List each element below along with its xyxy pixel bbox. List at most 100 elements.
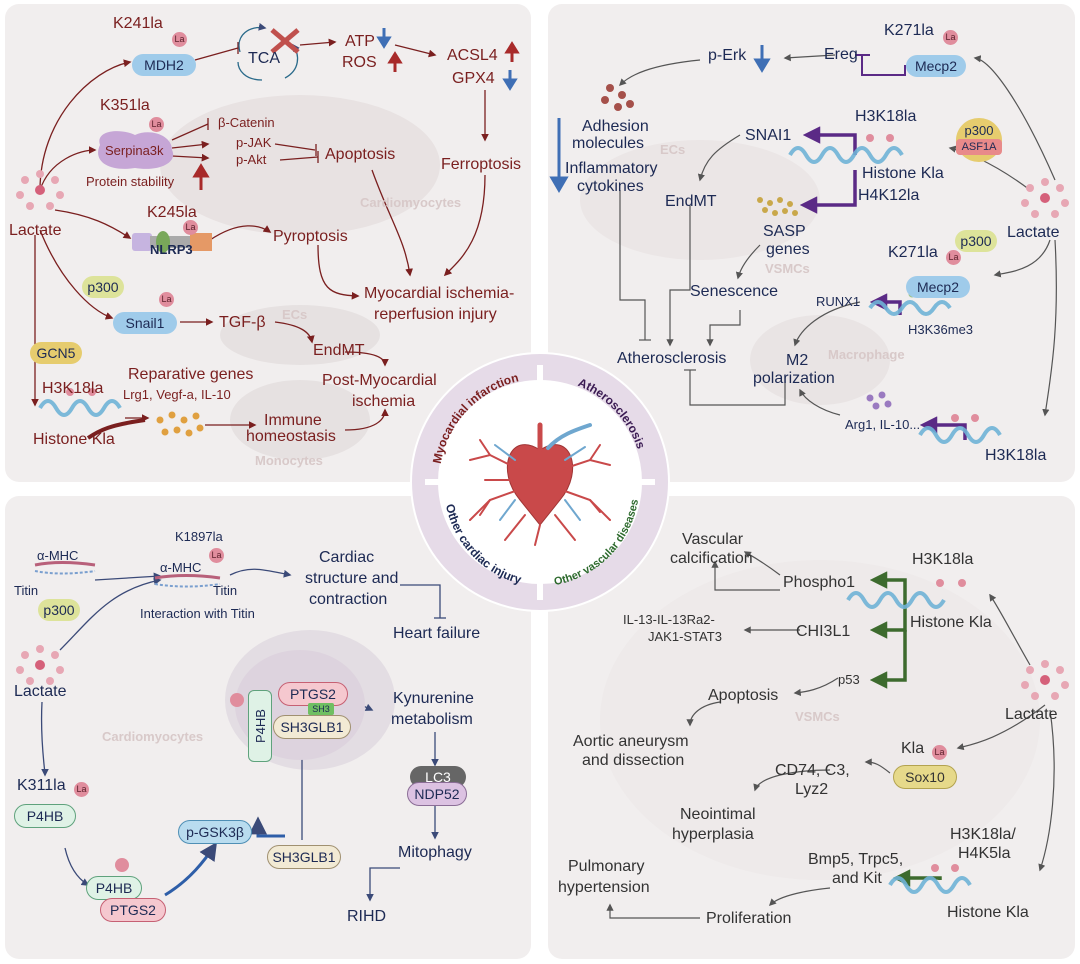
ecs-cell-label: ECs (660, 142, 686, 157)
tgf-beta-label: TGF-β (219, 314, 266, 331)
la-badge: La (946, 250, 961, 265)
ptgs2-node-complex: PTGS2 (278, 682, 348, 706)
macrophage-cell-label: Macrophage (828, 347, 905, 362)
pulmonary-hypertension-line1: Pulmonary (568, 858, 645, 875)
p4hb-node-1: P4HB (14, 804, 76, 828)
cardiomyocytes-cell-label: Cardiomyocytes (360, 195, 462, 210)
h3k18la-h4k5la-line2: H4K5la (958, 845, 1011, 862)
p300-node: p300 (955, 230, 997, 252)
ptgs2-node: PTGS2 (100, 898, 166, 922)
nlrp3-label: NLRP3 (150, 242, 193, 257)
la-badge: La (149, 117, 164, 132)
gpx4-label: GPX4 (452, 70, 495, 87)
post-mi-label-line1: Post-Myocardial (322, 372, 437, 389)
arg1-il10-label: Arg1, IL-10... (845, 417, 921, 432)
beta-catenin-label: β-Catenin (218, 115, 275, 130)
vascular-calcification-line2: calcification (670, 550, 753, 567)
reparative-genes-list: Lrg1, Vegf-a, IL-10 (123, 387, 231, 402)
ferroptosis-label: Ferroptosis (441, 156, 522, 173)
cardiac-structure-line2: structure and (305, 570, 399, 587)
la-badge: La (943, 30, 958, 45)
chi3l1-label: CHI3L1 (796, 623, 851, 640)
lactate-dots-icon (16, 645, 64, 685)
blue-down-arrows (376, 28, 771, 193)
endmt-label: EndMT (665, 193, 717, 210)
atherosclerosis-label: Atherosclerosis (617, 350, 727, 367)
p4hb-vertical-node: P4HB (248, 690, 272, 762)
k245la-label: K245la (147, 204, 197, 221)
k271la-label-mid: K271la (888, 244, 938, 261)
reparative-genes-label: Reparative genes (128, 366, 254, 383)
immune-homeostasis-line2: homeostasis (246, 428, 336, 445)
p4hb-node-2: P4HB (86, 876, 142, 900)
arg1-dots-icon (866, 391, 892, 410)
small-la-dot (115, 858, 129, 872)
titin-label-right: Titin (213, 583, 238, 598)
adhesion-molecules-line1: Adhesion (582, 118, 649, 135)
vascular-calcification-line1: Vascular (682, 531, 744, 548)
la-badge: La (209, 548, 224, 563)
pyroptosis-label: Pyroptosis (273, 228, 348, 245)
il13-pathway-line1: IL-13-IL-13Ra2- (623, 612, 715, 627)
reparative-dots-icon (156, 411, 204, 437)
tca-label: TCA (248, 50, 280, 67)
p-akt-label: p-Akt (236, 152, 267, 167)
h3k18la-label-bottom: H3K18la (985, 447, 1047, 464)
sh3glb1-node-complex: SH3GLB1 (273, 715, 351, 739)
alpha-mhc-label-left: α-MHC (37, 548, 79, 563)
gcn5-node: GCN5 (30, 342, 82, 364)
sasp-genes-line2: genes (766, 241, 810, 258)
bold-arrow-reparative (86, 418, 146, 440)
monocytes-cell-label: Monocytes (255, 453, 323, 468)
aortic-aneurysm-line2: and dissection (582, 752, 685, 769)
small-la-dot (230, 693, 244, 707)
acsl4-label: ACSL4 (447, 47, 498, 64)
cardiac-structure-line1: Cardiac (319, 549, 375, 566)
vsmcs-cell-label: VSMCs (765, 261, 810, 276)
mdh2-node: MDH2 (132, 54, 196, 76)
titin-label-left: Titin (14, 583, 39, 598)
runx1-label: RUNX1 (816, 294, 861, 309)
cd74-label-line2: Lyz2 (795, 781, 829, 798)
sh3glb1-node: SH3GLB1 (267, 845, 341, 869)
heart-vessels-icon (469, 422, 611, 546)
la-badge: La (183, 220, 198, 235)
proliferation-label: Proliferation (706, 910, 792, 927)
p-jak-label: p-JAK (236, 135, 272, 150)
inflammatory-cytokines-line2: cytokines (577, 178, 644, 195)
mecp2-node-mid: Mecp2 (906, 276, 970, 298)
h3k36me3-label: H3K36me3 (908, 322, 974, 337)
dna-helix-icon (38, 146, 1002, 894)
ereg-label: Ereg (824, 46, 858, 63)
h4k12la-label: H4K12la (858, 187, 920, 204)
snai1-label: SNAI1 (745, 127, 792, 144)
p53-label: p53 (838, 672, 860, 687)
alpha-mhc-chain-icon (34, 561, 221, 588)
vsmcs-cell-label: VSMCs (795, 709, 840, 724)
p4hb-vertical-label: P4HB (253, 709, 268, 743)
histone-kla-label-bottom: Histone Kla (947, 904, 1029, 921)
kynurenine-label-line1: Kynurenine (393, 690, 474, 707)
lactate-dots-icon (16, 170, 64, 210)
k241la-label: K241la (113, 15, 163, 32)
kynurenine-label-line2: metabolism (391, 711, 473, 728)
bmp5-label-line1: Bmp5, Trpc5, (808, 851, 904, 868)
mitophagy-label: Mitophagy (398, 844, 472, 861)
immune-homeostasis-line1: Immune (264, 412, 322, 429)
histone-kla-label: Histone Kla (910, 614, 992, 631)
pulmonary-hypertension-line2: hypertension (558, 879, 650, 896)
cardiomyocytes-cell-label: Cardiomyocytes (102, 729, 204, 744)
mir-label-line2: reperfusion injury (374, 306, 497, 323)
p-gsk3b-node: p-GSK3β (178, 820, 252, 844)
tca-block-cross (270, 28, 300, 54)
k271la-label-top: K271la (884, 22, 934, 39)
p300-label: p300 (964, 123, 994, 138)
la-marks-icon (66, 134, 979, 872)
m2-polarization-line1: M2 (786, 352, 809, 369)
rihd-label: RIHD (347, 908, 387, 925)
apoptosis-label: Apoptosis (708, 687, 779, 704)
mir-label-line1: Myocardial ischemia- (364, 285, 515, 302)
lactate-dots-icon (1021, 660, 1069, 700)
ros-label: ROS (342, 54, 377, 71)
sox10-node: Sox10 (893, 765, 957, 789)
